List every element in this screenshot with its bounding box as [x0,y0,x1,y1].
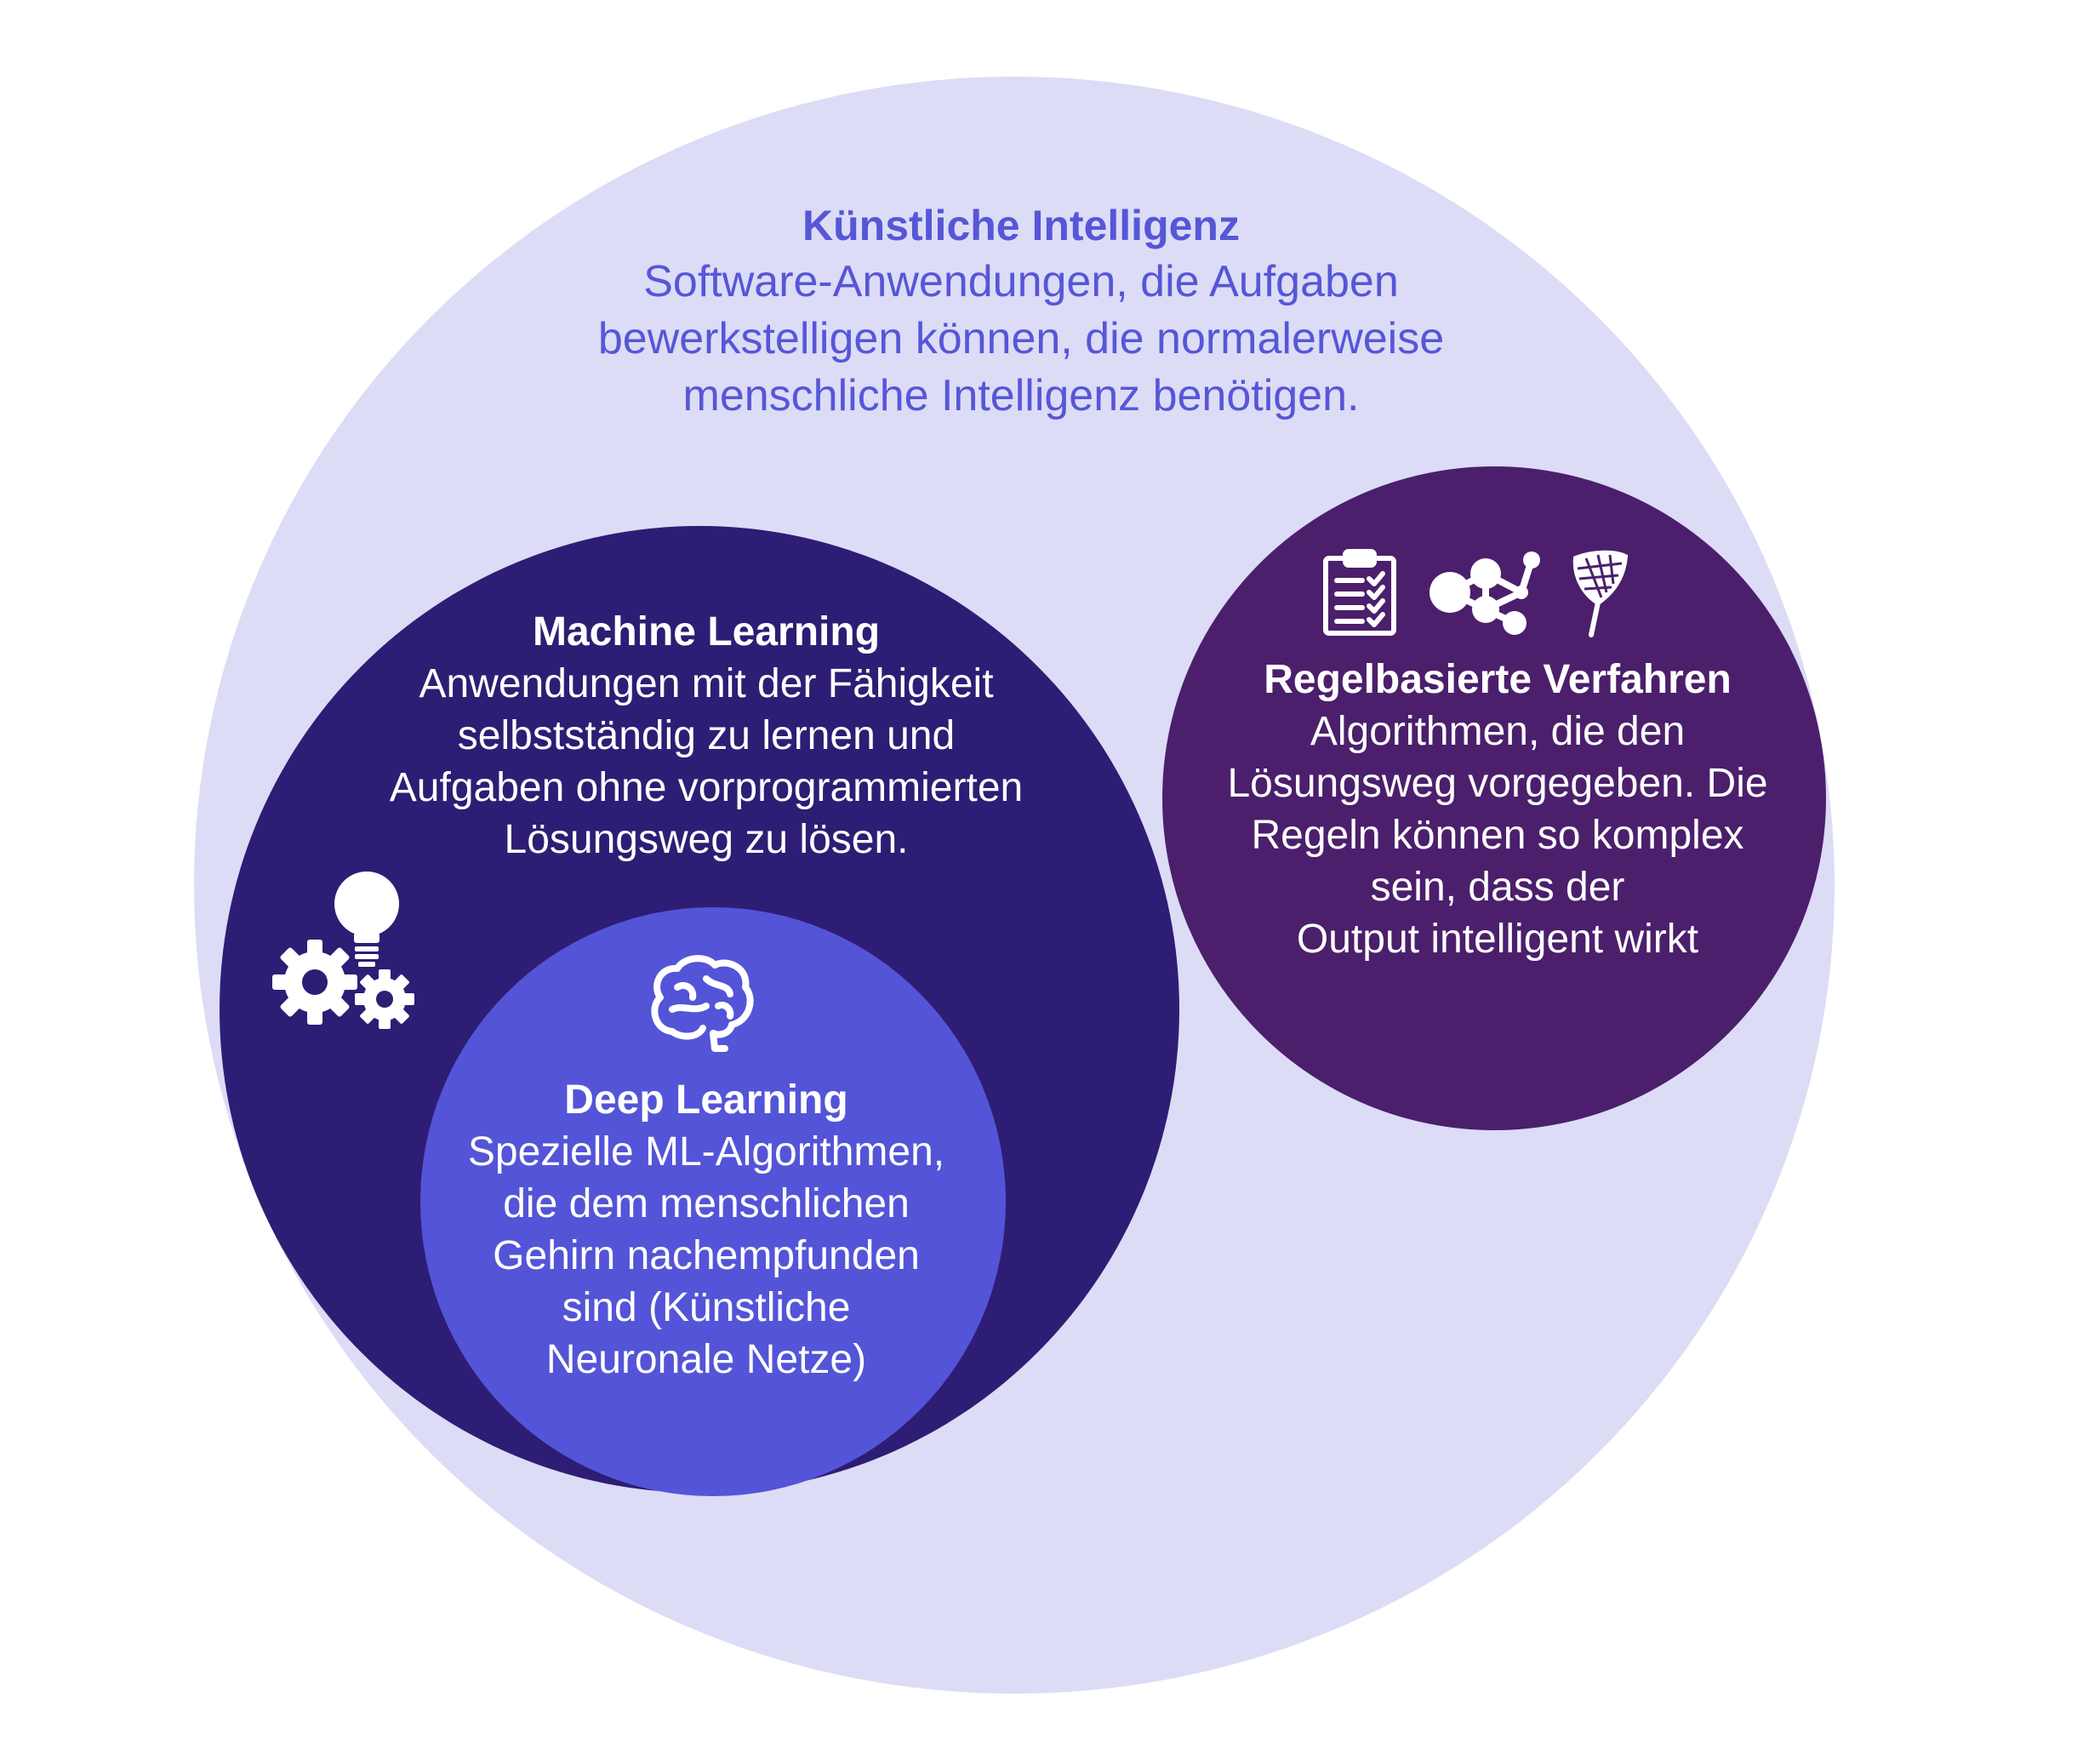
ml-title: Machine Learning [532,609,881,654]
dl-title: Deep Learning [564,1077,848,1123]
rb-text-block: Regelbasierte Verfahren Algorithmen, die… [1200,654,1795,965]
ml-description: Anwendungen mit der Fähigkeit selbststän… [389,661,1024,862]
ai-title: Künstliche Intelligenz [802,202,1240,249]
gears-lightbulb-icon [272,872,414,1029]
brain-icon [651,955,754,1052]
rb-title: Regelbasierte Verfahren [1264,657,1732,702]
molecule-network-icon [1429,551,1540,635]
dl-text-block: Deep Learning Spezielle ML-Algorithmen, … [442,1074,970,1386]
ai-text-block: Künstliche Intelligenz Software-Anwendun… [511,197,1532,425]
rb-description: Algorithmen, die den Lösungsweg vorgegeb… [1227,709,1768,962]
dl-description: Spezielle ML-Algorithmen, die dem mensch… [467,1129,945,1382]
clipboard-checklist-icon [1323,549,1396,636]
dl-circle [420,907,1006,1496]
racket-icon [1572,550,1629,637]
ml-text-block: Machine Learning Anwendungen mit der Fäh… [323,606,1089,866]
ai-description: Software-Anwendungen, die Aufgaben bewer… [597,257,1445,420]
